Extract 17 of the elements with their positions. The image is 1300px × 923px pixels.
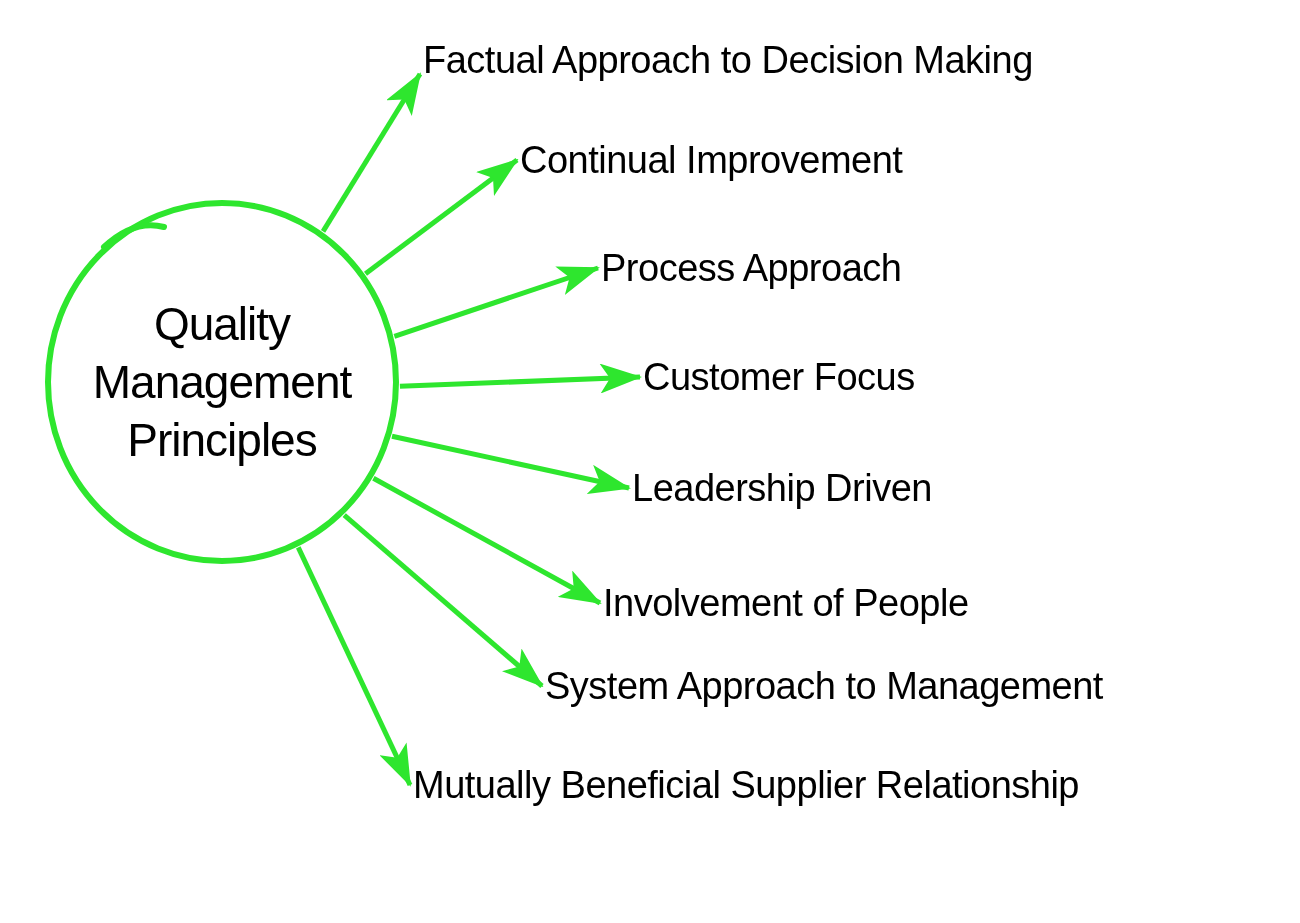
arrow <box>364 158 519 276</box>
principle-label: Mutually Beneficial Supplier Relationship <box>413 762 1079 808</box>
principle-label: Customer Focus <box>643 354 915 400</box>
arrow <box>296 546 413 787</box>
arrow <box>399 363 642 394</box>
principle-label: System Approach to Management <box>545 663 1103 709</box>
principle-label: Factual Approach to Decision Making <box>423 37 1033 83</box>
arrow <box>393 265 600 339</box>
arrow <box>320 72 423 233</box>
principle-label: Process Approach <box>601 245 902 291</box>
principle-label: Involvement of People <box>603 580 969 626</box>
principle-label: Continual Improvement <box>520 137 903 183</box>
arrow <box>391 433 631 495</box>
arrow <box>372 476 602 606</box>
center-title: Quality Management Principles <box>91 297 353 468</box>
principle-label: Leadership Driven <box>632 465 932 511</box>
arrow <box>342 513 544 688</box>
